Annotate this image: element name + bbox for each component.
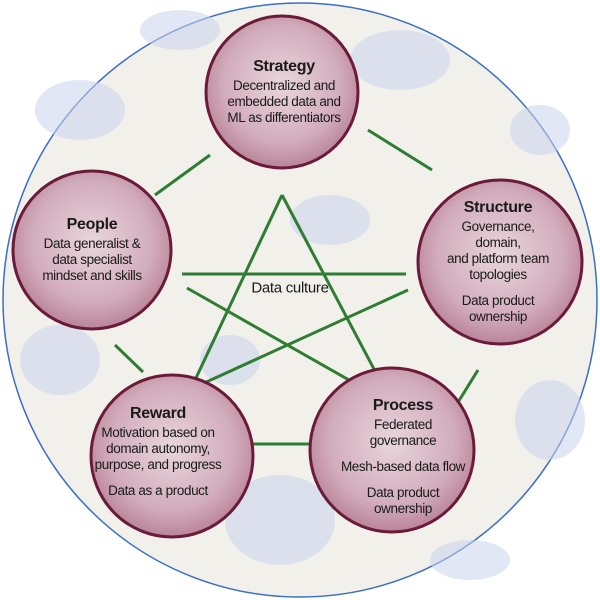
edge-strategy-people <box>154 153 211 197</box>
node-strategy: Strategy Decentralized and embedded data… <box>227 58 341 126</box>
process-circle <box>308 366 476 534</box>
edge-people-reward <box>113 343 145 374</box>
node-text: topologies <box>469 267 527 282</box>
node-text: Motivation based on <box>101 425 215 440</box>
node-text: ML as differentiators <box>227 110 341 125</box>
node-text: Data as a product <box>108 483 208 498</box>
node-text: ownership <box>469 309 527 324</box>
background-blobs <box>20 10 585 580</box>
node-text: domain autonomy, <box>106 441 210 456</box>
node-process: Process Federated governance Mesh-based … <box>341 397 465 517</box>
strategy-circle <box>204 14 360 170</box>
node-title: Structure <box>463 199 533 216</box>
node-people: People Data generalist & data specialist… <box>42 216 142 284</box>
edge-strategy-structure <box>367 128 433 172</box>
node-structure: Structure Governance, domain, and platfo… <box>447 199 549 325</box>
people-circle <box>11 169 173 331</box>
node-text: Federated <box>374 417 432 432</box>
center-label: Data culture <box>251 279 329 297</box>
structure-circle <box>416 178 584 346</box>
node-text: Decentralized and <box>232 78 336 93</box>
node-reward: Reward Motivation based on domain autono… <box>95 405 222 499</box>
node-text: data specialist <box>52 252 132 267</box>
node-text: mindset and skills <box>42 268 142 283</box>
node-title: Strategy <box>253 58 315 75</box>
reward-circle <box>89 373 255 539</box>
node-text: and platform team <box>447 251 550 266</box>
node-text: Governance, domain, <box>461 219 535 250</box>
node-text: Data product <box>366 485 440 500</box>
node-text: Mesh-based data flow <box>340 459 466 474</box>
node-text: Data generalist & <box>43 236 141 251</box>
node-text: governance <box>369 433 437 448</box>
node-text: embedded data and <box>227 94 341 109</box>
star-line-5 <box>201 288 409 386</box>
star-line-1 <box>194 194 284 379</box>
node-text: purpose, and progress <box>94 457 222 472</box>
node-text: ownership <box>374 501 432 516</box>
node-title: Reward <box>130 405 186 422</box>
node-title: Process <box>372 397 434 414</box>
node-title: People <box>66 216 118 233</box>
node-text: Data product <box>461 293 535 308</box>
